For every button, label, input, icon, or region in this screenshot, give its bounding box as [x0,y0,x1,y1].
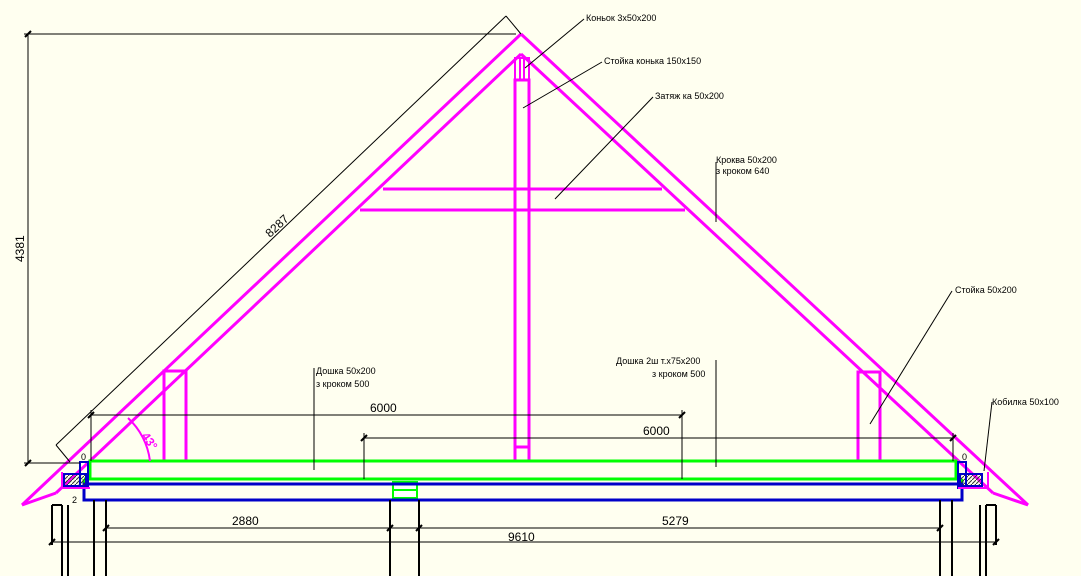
left-fascia [61,472,90,489]
center-board-joint [392,481,418,499]
right-rafter [519,32,1030,507]
right-small-dimension: 0 [962,452,967,462]
knee-post-label: Стойка 50х200 [955,285,1017,295]
rafter-spacing-label: з кроком 640 [716,166,769,176]
leader-lines [313,18,993,472]
floor-boards [82,459,964,486]
fascia-label: Кобилка 50х100 [992,397,1059,407]
total-width-dimension: 9610 [508,530,535,544]
double-board-spacing-label: з кроком 500 [652,369,705,379]
ridge-post [513,78,531,463]
board-spacing-label: з кроком 500 [316,379,369,389]
board-label: Дошка 50х200 [316,366,376,376]
dimension-ticks [24,30,1000,546]
collar-tie-label: Затяж ка 50х200 [655,91,724,101]
rafter-length-dimension: 8287 [262,212,291,241]
ridge-post-label: Стойка конька 150х150 [604,56,701,66]
rafter-label: Кроква 50х200 [716,155,777,165]
left-room-dimension: 2880 [232,514,259,528]
left-small-dimension-b: 2 [72,495,77,505]
double-board-label: Дошка 2ш т.х75х200 [616,356,700,366]
walls [51,500,997,576]
right-board-span-dimension: 6000 [643,424,670,438]
roof-angle-label: 43° [139,430,161,453]
left-small-dimension-a: 0 [81,452,86,462]
left-board-span-dimension: 6000 [370,401,397,415]
main-beam [82,482,964,502]
right-wall-plate [957,461,983,489]
ridge-label: Коньок 3х50х200 [586,13,656,23]
right-room-dimension: 5279 [662,514,689,528]
collar-ties [360,187,685,212]
dimension-lines [24,15,996,543]
right-fascia [958,472,989,489]
left-rafter [20,32,523,507]
height-dimension: 4381 [13,235,27,262]
left-knee-post [162,369,188,463]
